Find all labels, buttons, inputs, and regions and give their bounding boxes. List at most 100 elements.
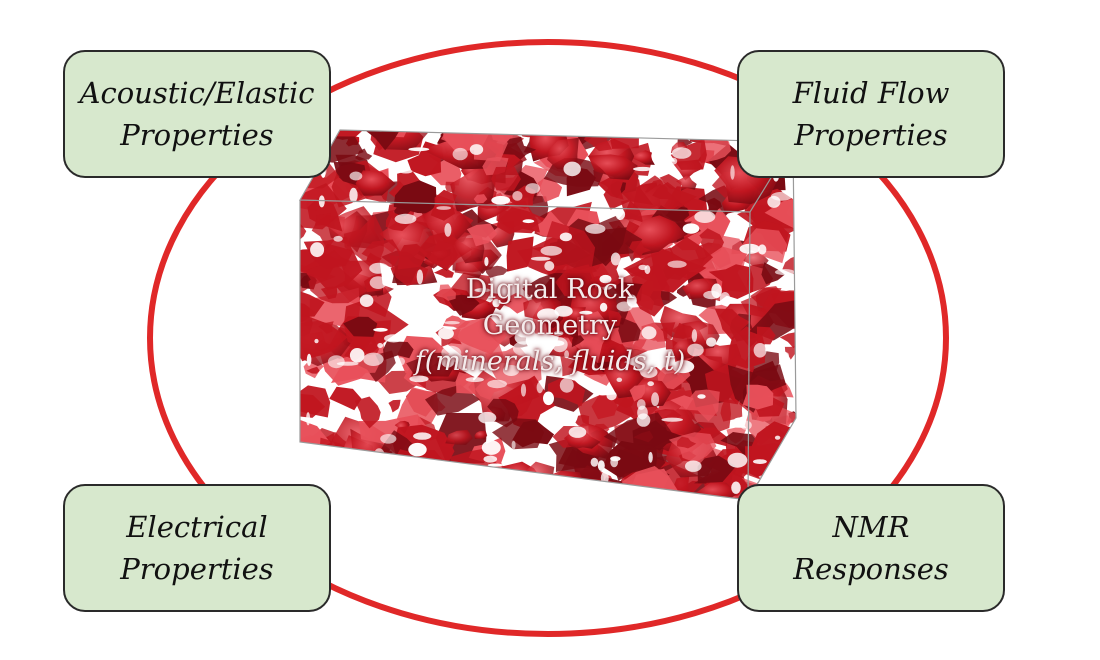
pore-blob bbox=[379, 218, 436, 265]
pore-blob bbox=[300, 183, 347, 230]
pore-blob bbox=[320, 286, 338, 300]
pore-blob bbox=[720, 399, 743, 422]
pore-void bbox=[734, 417, 746, 422]
pore-void bbox=[328, 470, 336, 483]
pore-void bbox=[559, 377, 574, 393]
pore-blob bbox=[714, 308, 750, 341]
pore-void bbox=[380, 434, 397, 444]
fluid-flow-box: Fluid Flow Properties bbox=[737, 50, 1005, 178]
pore-void bbox=[377, 343, 384, 348]
acoustic-line1: Acoustic/Elastic bbox=[79, 76, 315, 110]
pore-void bbox=[363, 352, 384, 366]
pore-void bbox=[349, 187, 358, 203]
pore-void bbox=[633, 166, 653, 172]
pore-blob bbox=[779, 329, 796, 349]
pore-void bbox=[306, 412, 311, 426]
pore-void bbox=[444, 223, 452, 237]
pore-void bbox=[333, 235, 343, 242]
pore-blob bbox=[393, 180, 437, 214]
pore-void bbox=[478, 411, 497, 424]
pore-blob bbox=[300, 314, 348, 362]
pore-blob bbox=[659, 174, 682, 191]
pore-blob bbox=[572, 478, 618, 500]
pore-void bbox=[514, 330, 534, 345]
pore-blob bbox=[323, 463, 356, 486]
digital-rock-volume bbox=[288, 120, 808, 510]
pore-blob bbox=[528, 195, 549, 220]
pore-void bbox=[465, 377, 484, 383]
pore-void bbox=[559, 232, 572, 242]
pore-void bbox=[775, 269, 795, 276]
pore-void bbox=[731, 481, 741, 494]
pore-blob bbox=[470, 130, 508, 162]
fluid-line1: Fluid Flow bbox=[792, 76, 950, 110]
pore-blob bbox=[454, 256, 485, 279]
pore-void bbox=[670, 157, 678, 165]
pore-void bbox=[637, 405, 648, 420]
pore-blob bbox=[352, 467, 408, 500]
connecting-ring bbox=[147, 39, 949, 637]
pore-blob bbox=[425, 488, 436, 500]
pore-void bbox=[610, 252, 621, 266]
pore-blob bbox=[300, 272, 311, 289]
pore-blob bbox=[697, 455, 737, 484]
pore-blob bbox=[597, 177, 624, 200]
pore-void bbox=[522, 219, 535, 224]
pore-blob bbox=[317, 463, 336, 479]
pore-blob bbox=[435, 284, 456, 301]
pore-blob bbox=[631, 150, 655, 165]
pore-void bbox=[441, 345, 462, 360]
pore-void bbox=[484, 256, 489, 267]
pore-void bbox=[691, 329, 698, 343]
pore-void bbox=[537, 308, 559, 322]
nmr-box: NMR Responses bbox=[737, 484, 1005, 612]
pore-blob bbox=[423, 495, 436, 500]
pore-void bbox=[444, 321, 460, 325]
pore-blob bbox=[434, 478, 482, 500]
pore-blob bbox=[618, 200, 644, 223]
pore-void bbox=[416, 269, 424, 285]
pore-blob bbox=[492, 418, 544, 450]
pore-void bbox=[727, 452, 748, 468]
pore-blob bbox=[761, 262, 785, 285]
pore-void bbox=[318, 195, 325, 208]
pore-void bbox=[413, 432, 432, 440]
pore-void bbox=[571, 482, 581, 488]
pore-void bbox=[349, 171, 363, 181]
pore-void bbox=[638, 264, 648, 271]
acoustic-elastic-box: Acoustic/Elastic Properties bbox=[63, 50, 331, 178]
pore-blob bbox=[300, 464, 312, 481]
pore-blob bbox=[306, 366, 320, 374]
pore-blob bbox=[603, 412, 675, 451]
pore-blob bbox=[433, 267, 454, 278]
pore-void bbox=[474, 288, 491, 293]
pore-void bbox=[626, 294, 637, 308]
pore-blob bbox=[587, 154, 638, 180]
pore-blob bbox=[496, 200, 540, 235]
pore-blob bbox=[305, 260, 368, 304]
pore-blob bbox=[560, 355, 582, 377]
pore-void bbox=[541, 357, 556, 370]
pore-void bbox=[475, 476, 492, 485]
pore-blob bbox=[343, 316, 378, 337]
pore-void bbox=[782, 352, 789, 359]
pore-void bbox=[526, 345, 539, 356]
pore-void bbox=[615, 208, 626, 220]
pore-void bbox=[314, 338, 319, 344]
pore-void bbox=[487, 463, 504, 467]
pore-void bbox=[512, 191, 523, 201]
pore-void bbox=[359, 294, 374, 307]
pore-blob bbox=[480, 492, 496, 500]
pore-void bbox=[327, 355, 345, 369]
pore-void bbox=[667, 260, 687, 268]
pore-void bbox=[513, 449, 527, 456]
pore-blob bbox=[466, 223, 498, 247]
pore-void bbox=[546, 340, 565, 347]
pore-void bbox=[408, 442, 427, 457]
nmr-line1: NMR bbox=[832, 510, 910, 544]
pore-void bbox=[436, 206, 452, 210]
pore-blob bbox=[457, 472, 474, 487]
pore-blob bbox=[756, 326, 776, 345]
pore-blob bbox=[473, 194, 488, 204]
pore-blob bbox=[671, 325, 696, 339]
